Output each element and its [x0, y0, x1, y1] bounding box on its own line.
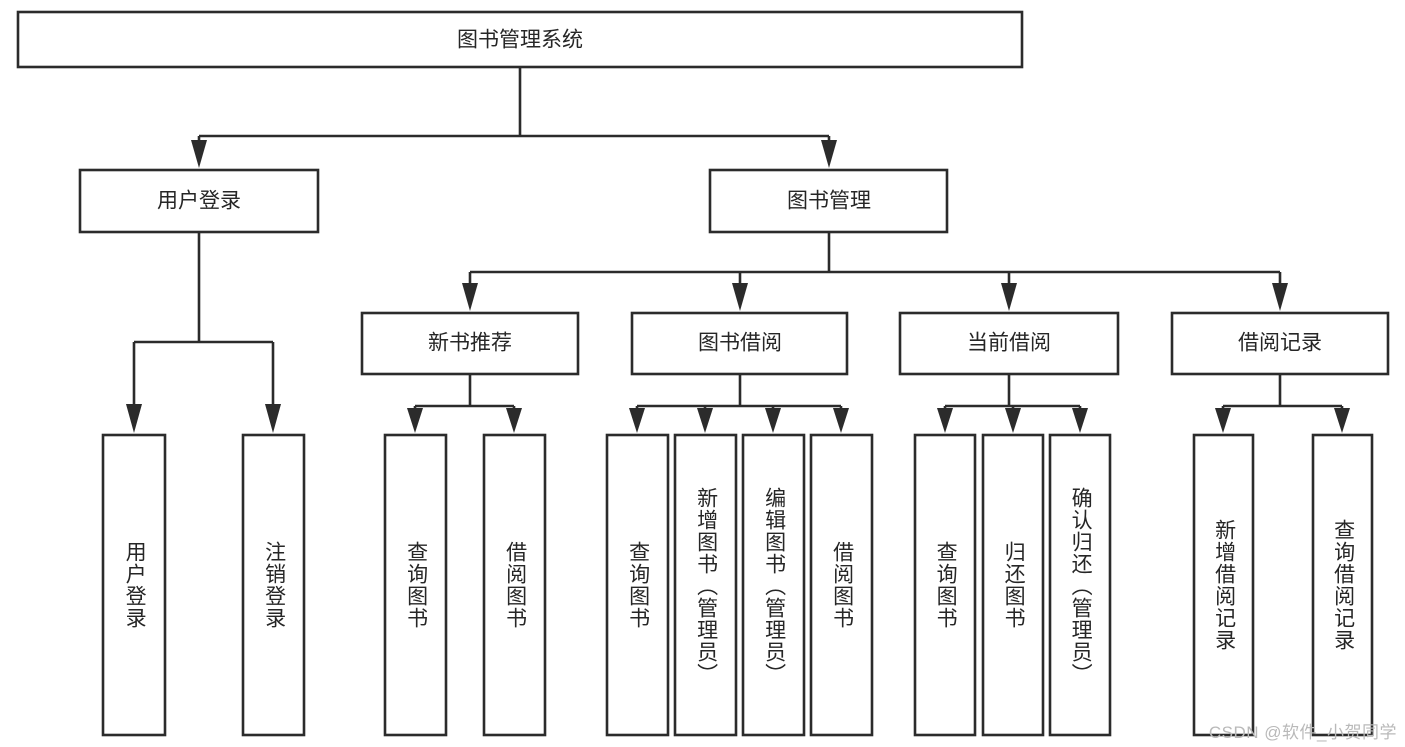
leaf-box-cu-return-book[interactable] [981, 433, 1045, 737]
node-layer: 图书管理系统 用户登录 图书管理 新书推荐 图书借阅 当前借阅 借阅记录 [16, 10, 1390, 737]
arrowhead-br-leaf-1 [629, 408, 645, 433]
node-current-borrow-label: 当前借阅 [967, 332, 1051, 355]
arrowhead-leaf-userlogin [126, 404, 142, 433]
node-root-box[interactable] [16, 10, 1024, 69]
leaf-box-br-edit-book-admin[interactable] [741, 433, 806, 737]
arrowhead-nb-leaf-2 [506, 408, 522, 433]
leaf-box-cu-confirm-return-admin[interactable] [1048, 433, 1112, 737]
leaf-box-br-borrow-book[interactable] [809, 433, 874, 737]
node-book-management-label: 图书管理 [787, 190, 871, 213]
node-current-borrow-box[interactable] [898, 311, 1120, 376]
arrowhead-current [1001, 283, 1017, 311]
leaf-box-re-query-record[interactable] [1311, 433, 1374, 737]
arrowhead-br-leaf-2 [697, 408, 713, 433]
leaf-box-nb-borrow-book[interactable] [482, 433, 547, 737]
arrowhead-records [1272, 283, 1288, 311]
node-new-book-recommend-label: 新书推荐 [428, 332, 512, 355]
leaf-box-re-add-record[interactable] [1192, 433, 1255, 737]
arrowhead-cu-leaf-2 [1005, 408, 1021, 433]
node-book-borrow-box[interactable] [630, 311, 849, 376]
leaf-box-br-query-book[interactable] [605, 433, 670, 737]
leaf-box-nb-query-book[interactable] [383, 433, 448, 737]
node-new-book-recommend-box[interactable] [360, 311, 580, 376]
leaf-box-cu-query-book[interactable] [913, 433, 977, 737]
leaf-box-user-login[interactable] [101, 433, 167, 737]
leaf-box-logout[interactable] [241, 433, 306, 737]
node-borrow-records-label: 借阅记录 [1238, 332, 1322, 355]
arrowhead-re-leaf-1 [1215, 408, 1231, 433]
arrowhead-borrow [732, 283, 748, 311]
node-user-login-box[interactable] [78, 168, 320, 234]
leaf-box-br-add-book-admin[interactable] [673, 433, 738, 737]
arrowhead-bookmgmt [821, 140, 837, 168]
arrowhead-userlogin [191, 140, 207, 168]
node-root-label: 图书管理系统 [457, 29, 583, 52]
arrowhead-leaf-logout [265, 404, 281, 433]
node-book-management-box[interactable] [708, 168, 949, 234]
node-book-borrow-label: 图书借阅 [698, 332, 782, 355]
watermark-text: CSDN @软件_小贺同学 [1208, 723, 1397, 742]
node-borrow-records-box[interactable] [1170, 311, 1390, 376]
arrowhead-newbooks [462, 283, 478, 311]
arrowhead-br-leaf-3 [765, 408, 781, 433]
node-user-login-label: 用户登录 [157, 190, 241, 213]
arrowhead-cu-leaf-1 [937, 408, 953, 433]
arrowhead-br-leaf-4 [833, 408, 849, 433]
arrowhead-cu-leaf-3 [1072, 408, 1088, 433]
arrowhead-nb-leaf-1 [407, 408, 423, 433]
connector-layer [126, 67, 1350, 433]
arrowhead-re-leaf-2 [1334, 408, 1350, 433]
